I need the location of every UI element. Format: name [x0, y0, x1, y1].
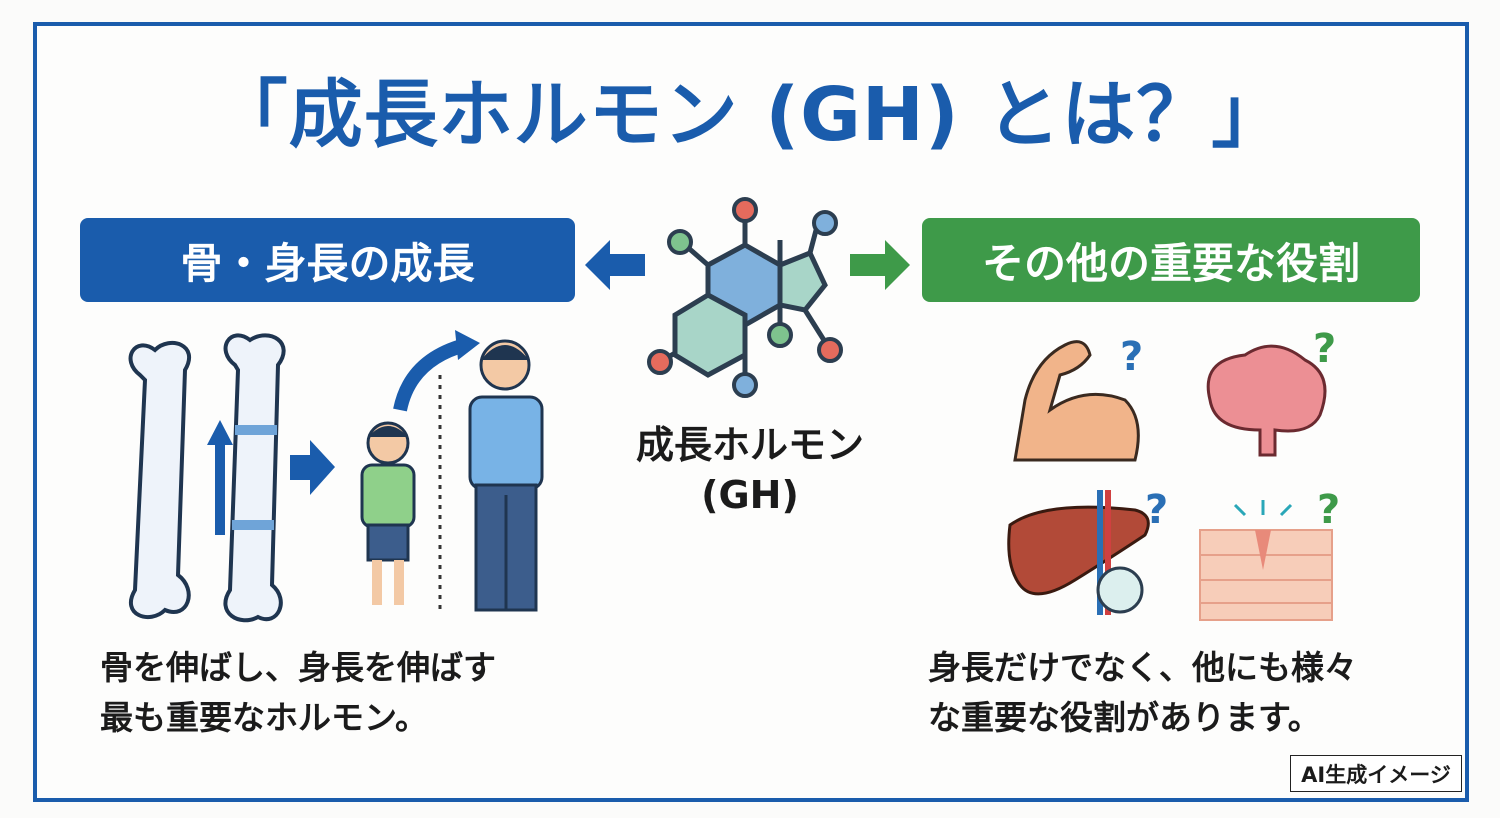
bones-growth-illustration [128, 330, 544, 623]
skin-icon: ? [1199, 487, 1340, 621]
label-line1: 成長ホルモン [635, 423, 864, 467]
liver-icon: ? [1007, 487, 1168, 615]
left-caption-line2: 最も重要なホルモン。 [100, 698, 429, 737]
ai-generated-badge: AI生成イメージ [1290, 755, 1462, 792]
svg-text:?: ? [1120, 334, 1143, 380]
label-line2: (GH) [701, 473, 799, 517]
bone-growth-heading: 骨・身長の成長 [80, 218, 575, 302]
molecule-icon [647, 197, 843, 398]
left-caption-line1: 骨を伸ばし、身長を伸ばす [100, 648, 496, 687]
page-title: 「成長ホルモン (GH) とは？」 [213, 72, 1287, 158]
right-caption-line2: な重要な役割があります。 [928, 698, 1321, 737]
left-caption: 骨を伸ばし、身長を伸ばす 最も重要なホルモン。 [100, 643, 496, 743]
arrow-left-icon [585, 240, 645, 290]
arrow-right-icon [850, 240, 910, 290]
right-caption-line1: 身長だけでなく、他にも様々 [928, 648, 1357, 687]
svg-text:?: ? [1145, 487, 1168, 533]
brain-icon: ? [1206, 326, 1336, 457]
svg-text:?: ? [1317, 487, 1340, 533]
muscle-icon: ? [1013, 334, 1143, 462]
svg-text:?: ? [1313, 326, 1336, 372]
growth-hormone-label: 成長ホルモン (GH) [600, 420, 900, 520]
other-roles-heading: その他の重要な役割 [922, 218, 1420, 302]
right-caption: 身長だけでなく、他にも様々 な重要な役割があります。 [928, 643, 1357, 743]
